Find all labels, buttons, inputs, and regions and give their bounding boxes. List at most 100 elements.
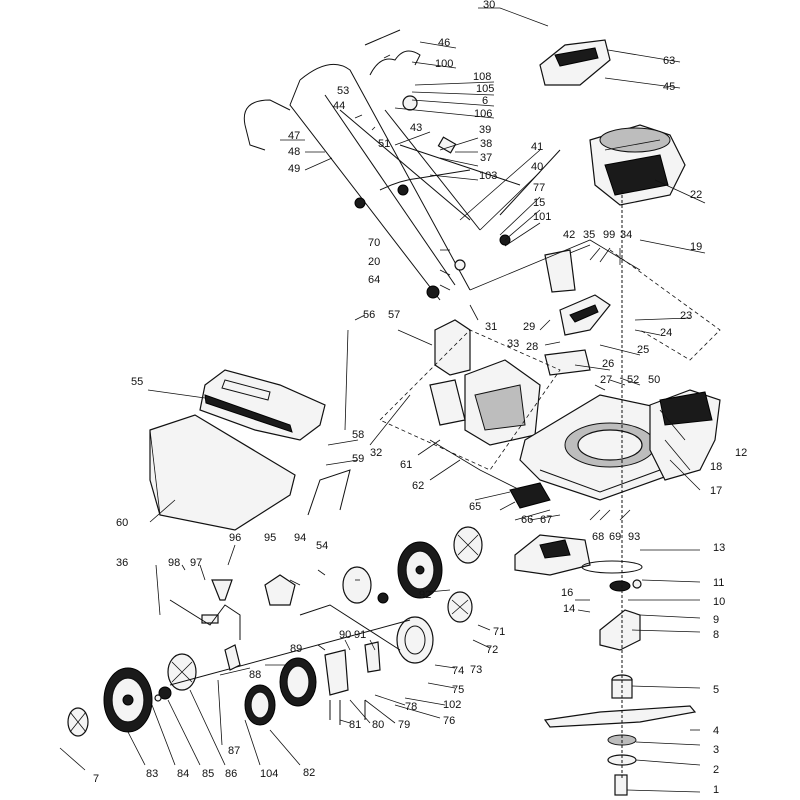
part-label-88: 88	[249, 669, 261, 681]
part-label-83: 83	[146, 768, 158, 780]
part-label-54: 54	[316, 540, 328, 552]
part-label-45: 45	[663, 81, 675, 93]
part-label-42: 42	[563, 229, 575, 241]
part-label-92: 92	[419, 589, 431, 601]
part-label-51: 51	[378, 138, 390, 150]
part-label-79: 79	[398, 719, 410, 731]
grass-bag-frame	[199, 369, 326, 441]
part-label-48: 48	[288, 146, 300, 158]
part-label-28: 28	[526, 341, 538, 353]
part-label-18: 18	[710, 461, 722, 473]
handle-assembly	[243, 29, 561, 301]
part-label-62: 62	[412, 480, 424, 492]
assembly-lines	[379, 239, 721, 491]
part-label-13: 13	[713, 542, 725, 554]
part-label-11: 11	[713, 577, 724, 589]
deck-brackets	[544, 249, 611, 376]
part-label-63: 63	[663, 55, 675, 67]
part-labels: 30 46 100 108 105 6 106 53 44 51 43 39 3…	[93, 0, 747, 796]
part-label-37: 37	[480, 152, 492, 164]
part-label-44: 44	[333, 100, 345, 112]
part-label-61: 61	[400, 459, 412, 471]
part-label-5: 5	[713, 684, 719, 696]
part-label-22: 22	[690, 189, 702, 201]
part-label-20: 20	[368, 256, 380, 268]
part-label-41: 41	[531, 141, 543, 153]
part-label-76: 76	[443, 715, 455, 727]
part-label-16: 16	[561, 587, 573, 599]
part-label-10: 10	[713, 596, 725, 608]
wheels	[67, 526, 483, 737]
part-label-7: 7	[93, 773, 99, 785]
part-label-101: 101	[533, 211, 551, 223]
part-label-64: 64	[368, 274, 380, 286]
grass-bag	[149, 414, 296, 531]
part-label-85: 85	[202, 768, 214, 780]
part-label-105: 105	[476, 83, 494, 95]
part-label-81: 81	[349, 719, 361, 731]
part-label-84: 84	[177, 768, 189, 780]
part-label-75: 75	[452, 684, 464, 696]
mulch-plug	[509, 482, 591, 576]
part-label-93: 93	[628, 531, 640, 543]
rear-flap	[429, 319, 541, 446]
drive-housing	[649, 389, 721, 481]
part-label-95: 95	[264, 532, 276, 544]
part-label-31: 31	[485, 321, 497, 333]
part-label-40: 40	[531, 161, 543, 173]
part-label-32: 32	[370, 447, 382, 459]
part-label-53: 53	[337, 85, 349, 97]
part-label-30: 30	[483, 0, 495, 11]
part-label-24: 24	[660, 327, 672, 339]
part-label-12: 12	[735, 447, 747, 459]
part-label-96: 96	[229, 532, 241, 544]
part-label-82: 82	[303, 767, 315, 779]
part-label-34: 34	[620, 229, 632, 241]
part-label-72: 72	[486, 644, 498, 656]
engine	[589, 124, 686, 206]
part-label-19: 19	[690, 241, 702, 253]
part-label-49: 49	[288, 163, 300, 175]
part-label-6: 6	[482, 95, 488, 107]
part-label-69: 69	[609, 531, 621, 543]
part-label-99: 99	[603, 229, 615, 241]
part-label-33: 33	[507, 338, 519, 350]
part-label-3: 3	[713, 744, 719, 756]
part-label-66: 66	[521, 514, 533, 526]
part-label-94: 94	[294, 532, 306, 544]
part-label-52: 52	[627, 374, 639, 386]
part-label-89: 89	[290, 643, 302, 655]
part-label-58: 58	[352, 429, 364, 441]
part-label-106: 106	[474, 108, 492, 120]
part-label-90: 90	[339, 629, 351, 641]
part-label-9: 9	[713, 614, 719, 626]
part-label-15: 15	[533, 197, 545, 209]
part-label-1: 1	[713, 784, 719, 796]
part-label-65: 65	[469, 501, 481, 513]
part-label-91: 91	[354, 629, 366, 641]
part-label-87: 87	[228, 745, 240, 757]
part-label-55: 55	[131, 376, 143, 388]
part-label-27: 27	[600, 374, 612, 386]
part-label-70: 70	[368, 237, 380, 249]
part-label-36: 36	[116, 557, 128, 569]
bag-wire-frame	[307, 469, 351, 516]
part-label-104: 104	[260, 768, 278, 780]
blade-assembly	[543, 190, 697, 796]
part-label-102: 102	[443, 699, 461, 711]
part-label-2: 2	[713, 764, 719, 776]
part-label-71: 71	[493, 626, 505, 638]
part-label-78: 78	[405, 701, 417, 713]
rear-axle	[169, 574, 411, 725]
part-label-59: 59	[352, 453, 364, 465]
part-label-8: 8	[713, 629, 719, 641]
primer-and-cables	[169, 579, 241, 640]
part-label-77: 77	[533, 182, 545, 194]
part-label-68: 68	[592, 531, 604, 543]
engine-cover	[539, 39, 611, 86]
part-label-43: 43	[410, 122, 422, 134]
part-label-26: 26	[602, 358, 614, 370]
part-label-80: 80	[372, 719, 384, 731]
